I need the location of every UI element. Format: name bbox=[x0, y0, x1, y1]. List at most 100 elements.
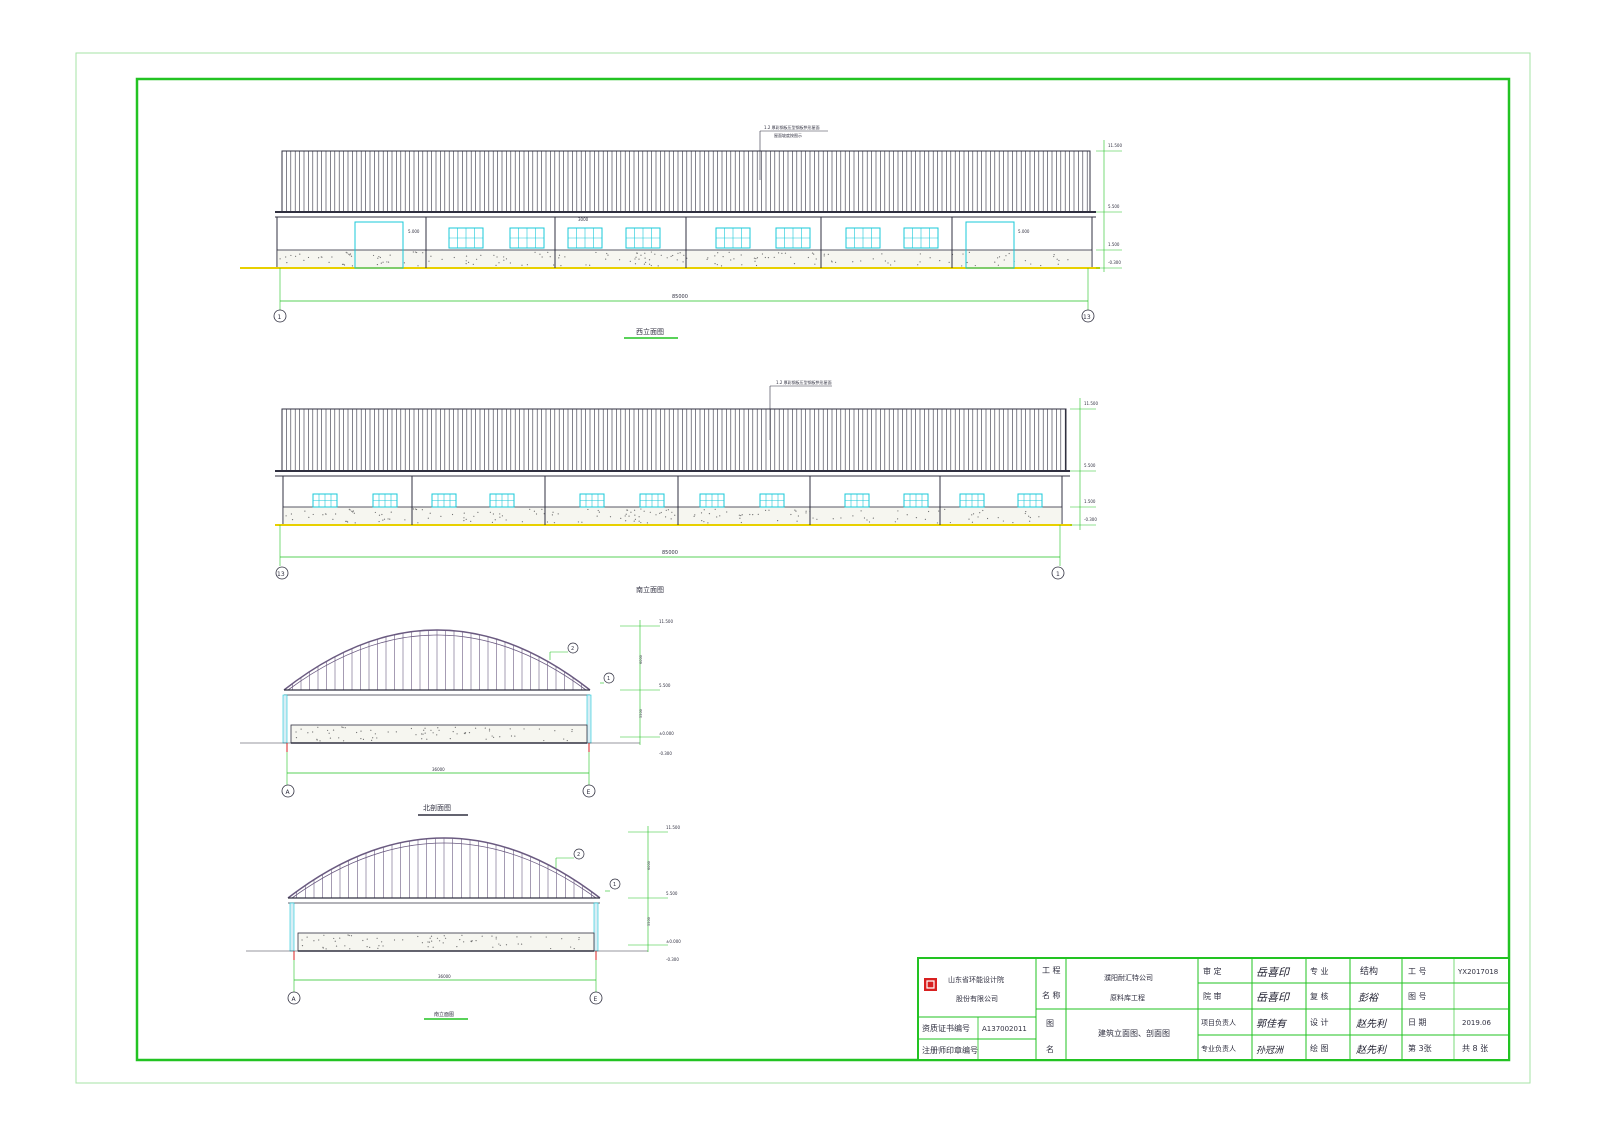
aggregate-dot bbox=[558, 257, 560, 259]
southsec-level-top: 11.500 bbox=[666, 825, 680, 830]
aggregate-dot bbox=[454, 726, 456, 728]
aggregate-dot bbox=[1024, 260, 1027, 262]
aggregate-dot bbox=[797, 515, 799, 517]
aggregate-dot bbox=[823, 253, 825, 255]
role2-draw-label: 绘 图 bbox=[1310, 1043, 1329, 1053]
southsec-axis-left: A bbox=[292, 996, 297, 1003]
cert-label: 资质证书编号 bbox=[922, 1023, 970, 1033]
aggregate-dot bbox=[341, 726, 343, 728]
project-client: 濮阳耐汇特公司 bbox=[1104, 973, 1153, 982]
aggregate-dot bbox=[767, 257, 770, 259]
aggregate-dot bbox=[329, 737, 332, 739]
aggregate-dot bbox=[535, 513, 538, 515]
aggregate-dot bbox=[389, 254, 391, 256]
aggregate-dot bbox=[635, 256, 637, 258]
aggregate-dot bbox=[982, 509, 984, 512]
aggregate-dot bbox=[427, 517, 429, 519]
aggregate-dot bbox=[672, 254, 674, 257]
southsec-span: 36000 bbox=[438, 974, 451, 979]
aggregate-dot bbox=[493, 254, 495, 256]
west-roof-ribs bbox=[286, 151, 1088, 212]
aggregate-dot bbox=[492, 736, 495, 738]
aggregate-dot bbox=[304, 510, 306, 512]
aggregate-dot bbox=[440, 515, 442, 517]
west-window-width: 3000 bbox=[578, 217, 589, 222]
aggregate-dot bbox=[343, 264, 346, 266]
aggregate-dot bbox=[503, 259, 505, 261]
aggregate-dot bbox=[343, 263, 345, 265]
aggregate-dot bbox=[777, 520, 779, 522]
aggregate-dot bbox=[919, 253, 921, 255]
aggregate-dot bbox=[526, 264, 528, 266]
aggregate-dot bbox=[741, 264, 743, 266]
aggregate-dot bbox=[549, 256, 551, 258]
aggregate-dot bbox=[382, 945, 384, 947]
aggregate-dot bbox=[498, 262, 500, 264]
role2-discipline-value: 结构 bbox=[1360, 965, 1378, 977]
aggregate-dot bbox=[929, 257, 931, 259]
aggregate-dot bbox=[452, 731, 454, 733]
aggregate-dot bbox=[351, 265, 354, 267]
aggregate-dot bbox=[628, 515, 630, 517]
aggregate-dot bbox=[872, 517, 874, 519]
aggregate-dot bbox=[714, 255, 716, 257]
project-name: 原料库工程 bbox=[1110, 993, 1145, 1002]
aggregate-dot bbox=[868, 521, 871, 523]
drawing-no-label: 图 号 bbox=[1408, 992, 1427, 1001]
aggregate-dot bbox=[1025, 511, 1027, 513]
aggregate-dot bbox=[547, 251, 549, 253]
aggregate-dot bbox=[666, 257, 668, 259]
aggregate-dot bbox=[496, 256, 498, 258]
aggregate-dot bbox=[589, 264, 591, 266]
aggregate-dot bbox=[533, 510, 535, 512]
aggregate-dot bbox=[607, 254, 609, 256]
aggregate-dot bbox=[968, 251, 970, 254]
aggregate-dot bbox=[456, 946, 458, 948]
aggregate-dot bbox=[897, 518, 899, 520]
aggregate-dot bbox=[474, 727, 477, 729]
aggregate-dot bbox=[323, 934, 325, 936]
aggregate-dot bbox=[740, 254, 742, 256]
aggregate-dot bbox=[686, 257, 688, 259]
aggregate-dot bbox=[1008, 252, 1010, 255]
aggregate-dot bbox=[1030, 263, 1032, 265]
aggregate-dot bbox=[510, 735, 513, 737]
south-roof bbox=[281, 408, 1067, 472]
aggregate-dot bbox=[389, 518, 391, 520]
aggregate-dot bbox=[906, 514, 908, 516]
aggregate-dot bbox=[412, 508, 414, 510]
aggregate-dot bbox=[938, 510, 940, 512]
aggregate-dot bbox=[378, 255, 380, 258]
aggregate-dot bbox=[422, 733, 424, 735]
aggregate-dot bbox=[303, 259, 305, 262]
aggregate-dot bbox=[325, 948, 327, 950]
aggregate-dot bbox=[640, 521, 642, 524]
aggregate-dot bbox=[381, 941, 383, 943]
south-elevation: 1.2 厚彩钢板压型钢板拱形屋面 11.500 5.500 1.500 -0.3… bbox=[275, 379, 1098, 594]
aggregate-dot bbox=[784, 252, 787, 254]
company-logo bbox=[924, 978, 937, 991]
aggregate-dot bbox=[781, 252, 783, 254]
aggregate-dot bbox=[655, 514, 657, 516]
date-value: 2019.06 bbox=[1462, 1019, 1491, 1027]
aggregate-dot bbox=[1029, 520, 1031, 522]
aggregate-dot bbox=[339, 937, 341, 939]
aggregate-dot bbox=[437, 727, 439, 729]
aggregate-dot bbox=[378, 514, 381, 516]
aggregate-dot bbox=[318, 939, 320, 941]
aggregate-dot bbox=[427, 941, 429, 943]
aggregate-dot bbox=[717, 252, 719, 254]
aggregate-dot bbox=[295, 736, 298, 739]
aggregate-dot bbox=[708, 513, 711, 515]
aggregate-dot bbox=[320, 256, 322, 258]
aggregate-dot bbox=[538, 728, 540, 730]
aggregate-dot bbox=[475, 940, 477, 942]
role-project-label: 项目负责人 bbox=[1201, 1018, 1236, 1027]
aggregate-dot bbox=[348, 253, 350, 255]
aggregate-dot bbox=[521, 264, 523, 266]
aggregate-dot bbox=[805, 510, 807, 512]
aggregate-dot bbox=[489, 511, 491, 513]
aggregate-dot bbox=[832, 518, 834, 520]
aggregate-dot bbox=[461, 934, 463, 936]
aggregate-dot bbox=[387, 261, 390, 263]
